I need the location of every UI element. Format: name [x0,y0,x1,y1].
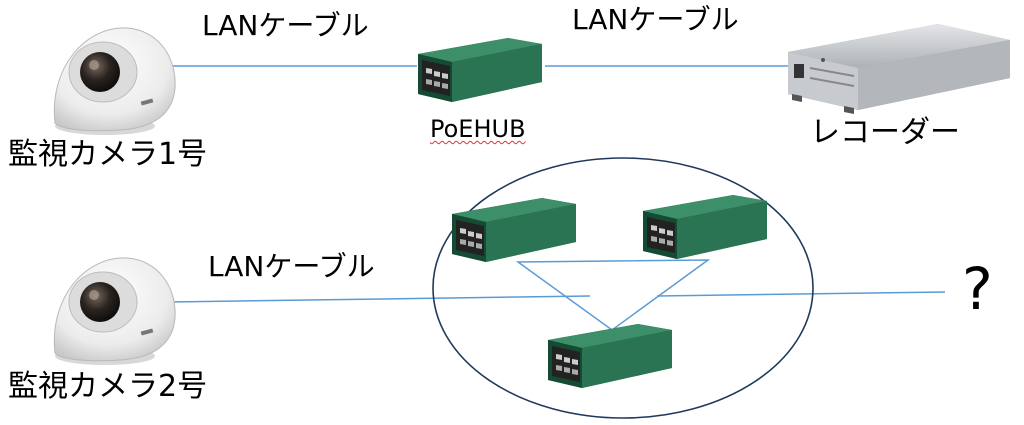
network-circle [432,157,814,419]
network-switch-left-icon [452,198,576,262]
cable-label-top-right: LANケーブル [572,3,739,36]
cable-network-unknown [656,291,946,297]
recorder-icon [788,24,1010,114]
network-switch-right-icon [643,195,767,259]
cable-camera2-network [169,295,591,303]
switch-triangle [515,259,711,331]
hub-poe-switch-icon [418,38,542,102]
network-switch-bottom-icon [548,324,672,388]
cable-label-top-left: LANケーブル [202,9,369,42]
unknown-device-label: ? [962,255,993,323]
hub-label: PoEHUB [430,115,526,143]
cable-label-bottom: LANケーブル [208,250,375,283]
camera2-label: 監視カメラ2号 [8,369,208,404]
camera2-dome-camera-icon [53,257,176,366]
camera1-dome-camera-icon [53,27,176,136]
camera1-label: 監視カメラ1号 [8,137,208,172]
recorder-label: レコーダー [810,115,960,150]
